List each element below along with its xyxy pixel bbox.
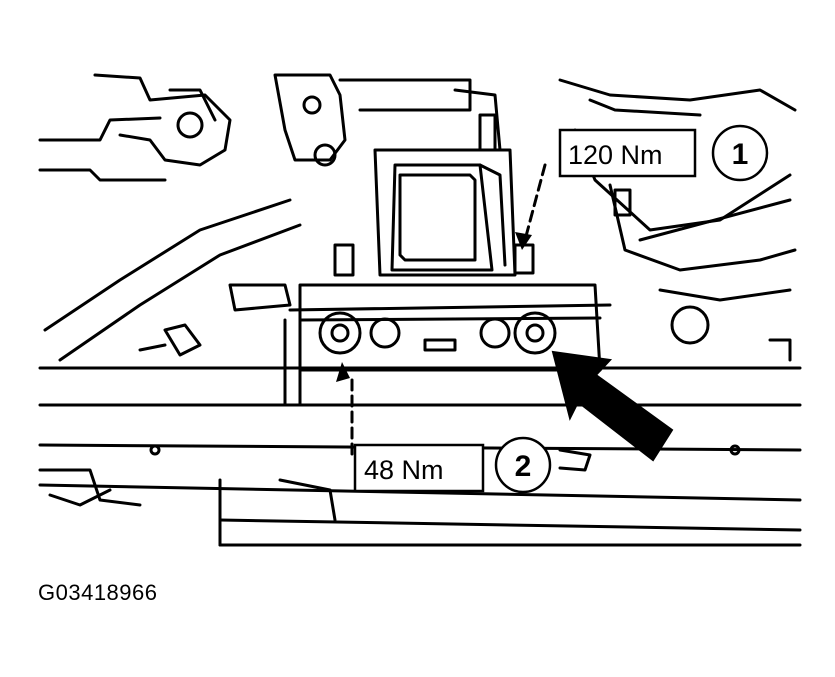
callout-1-number: 1 bbox=[732, 138, 749, 171]
callout-1: 120 Nm 1 bbox=[558, 124, 769, 182]
callout-1-torque-label: 120 Nm bbox=[568, 140, 663, 170]
pointer-arrow bbox=[551, 350, 674, 462]
callout-2-number: 2 bbox=[515, 450, 532, 483]
callout-2: 48 Nm 2 bbox=[353, 436, 552, 494]
figure-id: G03418966 bbox=[38, 580, 158, 605]
callout-2-torque-label: 48 Nm bbox=[364, 455, 444, 485]
